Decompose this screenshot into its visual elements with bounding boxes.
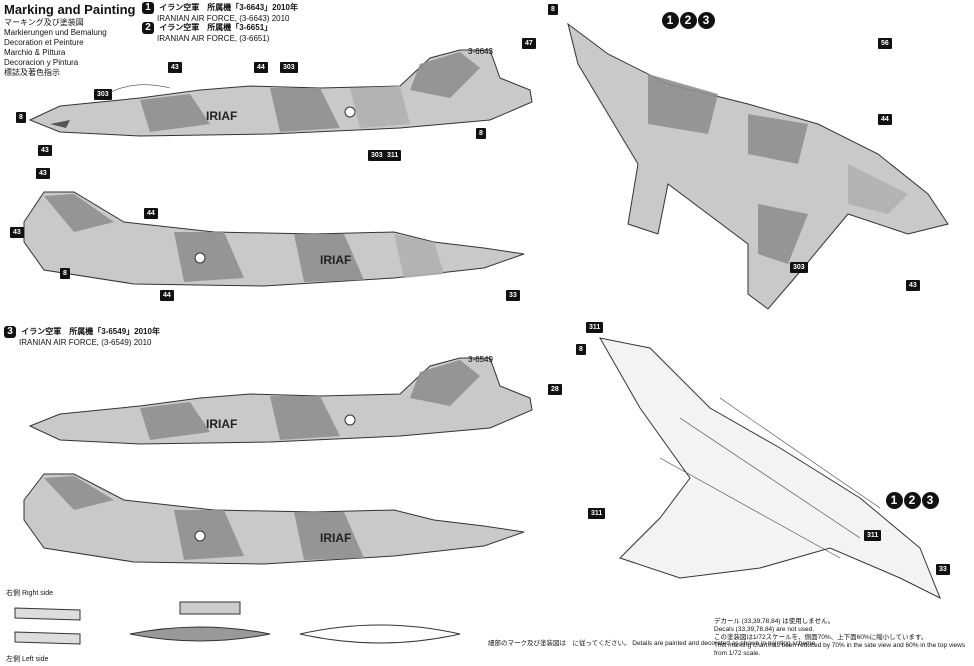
callout-311-bottom: 311 bbox=[586, 322, 604, 333]
scheme-3-line1: イラン空軍 所属機「3-6549」2010年 bbox=[21, 327, 160, 337]
callout-311: 311 bbox=[384, 150, 402, 161]
callout-33-bottom: 33 bbox=[936, 564, 950, 575]
left-side-label: 左側 Left side bbox=[6, 656, 49, 663]
top-view bbox=[567, 22, 949, 310]
bottom-view bbox=[599, 337, 941, 600]
scheme-3-line2: IRANIAN AIR FORCE, (3-6549) 2010 bbox=[19, 338, 152, 347]
scheme-1-badge: 1 bbox=[142, 2, 154, 14]
scheme-2-line1: イラン空軍 所属機「3-6651」 bbox=[159, 23, 273, 33]
scheme-set-top-2: 2 bbox=[680, 11, 697, 29]
side-view-1-iriaf: IRIAF bbox=[206, 109, 237, 123]
note-ja-2: この塗装図は1/72スケールを、側面70%、上下面60%に縮小しています。 bbox=[714, 634, 928, 641]
side-view-3: IRIAF 3-6549 bbox=[28, 355, 533, 445]
bottom-note: 細部のマーク及び塗装図は に従ってください。 Details are paint… bbox=[488, 640, 816, 647]
scheme-2-header: 2 イラン空軍 所属機「3-6651」 IRANIAN AIR FORCE, (… bbox=[142, 22, 272, 44]
scheme-2-badge: 2 bbox=[142, 22, 154, 34]
scheme-set-bottom-3: 3 bbox=[922, 491, 939, 509]
scheme-set-bottom-1: 1 bbox=[886, 491, 903, 509]
right-side-label: 右側 Right side bbox=[6, 590, 54, 597]
subtitle-fr: Decoration et Peinture bbox=[4, 38, 84, 47]
callout-44-top: 44 bbox=[878, 114, 892, 125]
callout-8-top: 8 bbox=[548, 4, 558, 15]
callout-50-top: 56 bbox=[878, 38, 892, 49]
callout-43-sv2: 43 bbox=[36, 168, 50, 179]
note-en-1: Decals (33,39,78,84) are not used. bbox=[714, 626, 815, 633]
callout-8-bottom: 8 bbox=[576, 344, 586, 355]
scheme-1-line1: イラン空軍 所属機「3-6643」2010年 bbox=[159, 3, 298, 13]
side-view-2: IRIAF bbox=[23, 191, 525, 287]
callout-44: 44 bbox=[254, 62, 268, 73]
side-view-3-serial: 3-6549 bbox=[468, 355, 493, 364]
detail-tanks bbox=[129, 601, 461, 644]
side-view-4: IRIAF bbox=[23, 473, 525, 565]
side-view-1-serial: 3-6643 bbox=[468, 47, 493, 56]
callout-311b-bottom: 311 bbox=[588, 508, 606, 519]
callout-311c-bottom: 311 bbox=[864, 530, 882, 541]
scheme-3-header: 3 イラン空軍 所属機「3-6549」2010年 IRANIAN AIR FOR… bbox=[4, 326, 160, 348]
subtitle-block: マーキング及び塗装図 Markierungen und Bemalung Dec… bbox=[4, 18, 107, 78]
note-en-2: This marking chart has been reduced by 7… bbox=[714, 642, 966, 657]
callout-47: 47 bbox=[522, 38, 536, 49]
callout-303-top: 303 bbox=[790, 262, 808, 273]
notes-block: デカール (33,39,78,84) は使用しません。 Decals (33,3… bbox=[714, 618, 969, 658]
callout-43-top: 43 bbox=[906, 280, 920, 291]
scheme-set-top-1: 1 bbox=[662, 11, 679, 29]
callout-44-sv2: 44 bbox=[144, 208, 158, 219]
scheme-3-badge: 3 bbox=[4, 326, 16, 338]
detail-drop-tank-side bbox=[14, 607, 81, 645]
scheme-set-bottom-2: 2 bbox=[904, 491, 921, 509]
callout-303: 303 bbox=[280, 62, 298, 73]
subtitle-de: Markierungen und Bemalung bbox=[4, 28, 107, 37]
scheme-1-header: 1 イラン空軍 所属機「3-6643」2010年 IRANIAN AIR FOR… bbox=[142, 2, 298, 24]
page-title: Marking and Painting bbox=[4, 2, 136, 17]
callout-33-sv2: 33 bbox=[506, 290, 520, 301]
callout-303b: 303 bbox=[94, 89, 112, 100]
subtitle-es: Decoracion y Pintura bbox=[4, 58, 79, 67]
callout-311-sv2: 44 bbox=[160, 290, 174, 301]
side-view-2-iriaf: IRIAF bbox=[320, 253, 351, 267]
callout-8b: 8 bbox=[476, 128, 486, 139]
side-view-1: IRIAF 3-6643 bbox=[28, 47, 533, 137]
scheme-2-line2: IRANIAN AIR FORCE, (3-6651) bbox=[157, 34, 270, 43]
note-ja-1: デカール (33,39,78,84) は使用しません。 bbox=[714, 618, 835, 625]
scheme-1-line2: IRANIAN AIR FORCE, (3-6643) 2010 bbox=[157, 14, 290, 23]
callout-33: 43 bbox=[38, 145, 52, 156]
subtitle-ja: マーキング及び塗装図 bbox=[4, 18, 84, 27]
callout-28-bottom: 28 bbox=[548, 384, 562, 395]
callout-8-sv2: 8 bbox=[60, 268, 70, 279]
callout-43: 43 bbox=[168, 62, 182, 73]
callout-43b-sv2: 43 bbox=[10, 227, 24, 238]
callout-8: 8 bbox=[16, 112, 26, 123]
subtitle-it: Marchio & Pittura bbox=[4, 48, 66, 57]
side-view-4-iriaf: IRIAF bbox=[320, 531, 351, 545]
side-view-3-iriaf: IRIAF bbox=[206, 417, 237, 431]
scheme-set-top-3: 3 bbox=[698, 11, 715, 29]
subtitle-zh: 標誌及著色指示 bbox=[4, 68, 60, 77]
